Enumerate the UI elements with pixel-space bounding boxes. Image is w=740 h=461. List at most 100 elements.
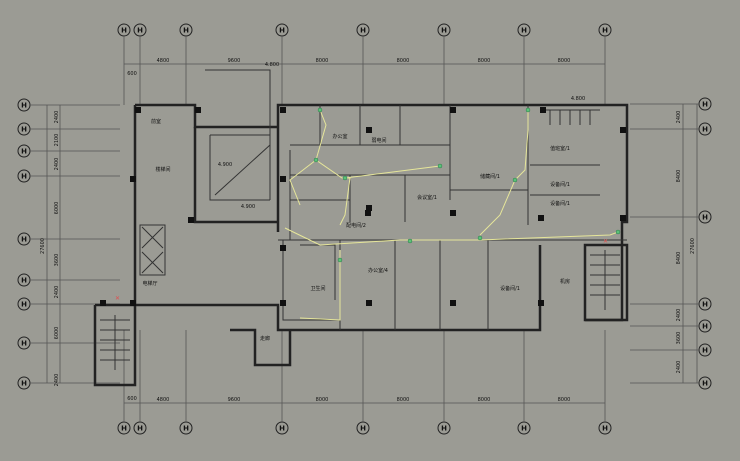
room-label: 前室 xyxy=(151,118,161,125)
room-label: 配电间/2 xyxy=(346,222,366,229)
detector-icon xyxy=(342,175,348,181)
bottom-dimensions: 600 4800 9600 8000 8000 8000 8000 xyxy=(127,396,570,403)
axis-bubble-bottom-label: H xyxy=(441,425,447,433)
room-label: 办公室 xyxy=(332,133,347,140)
elevation-marks: 4.800 4.800 4.900 4.900 xyxy=(218,62,585,210)
column xyxy=(130,176,136,182)
elevation-label: 4.800 xyxy=(265,62,279,68)
dim-bottom-1: 4800 xyxy=(157,397,170,403)
axis-bubble-right-label: H xyxy=(702,323,708,331)
top-dimensions: 600 4800 9600 8000 8000 8000 8000 xyxy=(127,58,570,77)
room-label: 设备间/1 xyxy=(500,285,520,292)
room-label: 电梯厅 xyxy=(142,280,157,287)
room-label: 设备间/1 xyxy=(550,200,570,207)
column xyxy=(188,217,194,223)
room-label: 楼梯间 xyxy=(155,166,170,173)
dim-bottom-5: 8000 xyxy=(478,397,491,403)
elevation-label: 4.900 xyxy=(218,162,232,168)
dim-bottom-6: 8000 xyxy=(558,397,571,403)
column xyxy=(620,127,626,133)
detector-icon xyxy=(615,229,621,235)
axis-bubble-left-label: H xyxy=(21,173,27,181)
room-label: 弱电间 xyxy=(371,137,386,144)
dim-top-5: 8000 xyxy=(478,58,491,64)
column xyxy=(450,300,456,306)
room-labels: 办公室/4 设备间/1 储藏间/1 配电间/2 会议室/1 弱电间 办公室 设备… xyxy=(142,118,570,342)
dim-bottom-0: 600 xyxy=(127,396,137,402)
column xyxy=(538,300,544,306)
column xyxy=(365,210,371,216)
axis-bubble-left-label: H xyxy=(21,301,27,309)
dim-bottom-4: 8000 xyxy=(397,397,410,403)
column xyxy=(280,107,286,113)
dim-left-1: 2100 xyxy=(54,134,60,147)
dim-left-3: 6000 xyxy=(54,202,60,215)
room-label: 储藏间/1 xyxy=(480,173,500,180)
axis-bubble-top-label: H xyxy=(279,27,285,35)
column xyxy=(130,300,136,306)
dim-right-0: 2400 xyxy=(676,111,682,124)
axis-bubble-top-label: H xyxy=(602,27,608,35)
axis-bubble-left-label: H xyxy=(21,340,27,348)
columns xyxy=(100,107,626,306)
fire-door-icon: ✕ xyxy=(115,295,120,302)
axis-bubble-right-label: H xyxy=(702,301,708,309)
axis-bubble-left-label: H xyxy=(21,126,27,134)
axis-bubble-top-label: H xyxy=(441,27,447,35)
column xyxy=(540,107,546,113)
dim-top-3: 8000 xyxy=(316,58,329,64)
dim-top-0: 600 xyxy=(127,71,137,77)
column xyxy=(100,300,106,306)
dim-left-5: 2400 xyxy=(54,286,60,299)
column xyxy=(538,215,544,221)
room-label: 机房 xyxy=(560,278,570,285)
column xyxy=(450,107,456,113)
dim-top-4: 8000 xyxy=(397,58,410,64)
axis-bubble-bottom-label: H xyxy=(183,425,189,433)
dim-left-6: 6000 xyxy=(54,327,60,340)
axis-bubble-left-label: H xyxy=(21,277,27,285)
dim-right-1: 8400 xyxy=(676,170,682,183)
column xyxy=(620,215,626,221)
elevation-label: 4.900 xyxy=(241,204,255,210)
dim-right-3: 2400 xyxy=(676,309,682,322)
dim-bottom-2: 9600 xyxy=(228,397,241,403)
dim-bottom-3: 8000 xyxy=(316,397,329,403)
axis-bubble-left-label: H xyxy=(21,148,27,156)
axis-bubble-right-label: H xyxy=(702,101,708,109)
column xyxy=(280,245,286,251)
fire-door-icon: ✕ xyxy=(603,238,608,245)
dim-right-total: 27600 xyxy=(690,238,696,254)
wiring: ✕ ✕ xyxy=(115,107,621,321)
axis-bubble-top-label: H xyxy=(183,27,189,35)
dim-top-6: 8000 xyxy=(558,58,571,64)
right-dimensions: 2400 8400 8400 2400 3600 2400 27600 xyxy=(676,111,696,374)
axis-bubble-right-label: H xyxy=(702,380,708,388)
detector-icon xyxy=(407,238,413,244)
column xyxy=(366,205,372,211)
detector-icon xyxy=(525,107,531,113)
column xyxy=(195,107,201,113)
room-label: 值班室/1 xyxy=(550,145,570,152)
detector-icon xyxy=(313,157,319,163)
detector-icon xyxy=(477,235,483,241)
room-label: 走廊 xyxy=(260,335,270,342)
axis-bubble-bottom-label: H xyxy=(360,425,366,433)
detector-icon xyxy=(317,107,323,113)
room-label: 设备间/1 xyxy=(550,181,570,188)
axis-bubble-top-label: H xyxy=(137,27,143,35)
dim-left-7: 2400 xyxy=(54,374,60,387)
column xyxy=(135,107,141,113)
dim-left-4: 3600 xyxy=(54,254,60,267)
axis-bubble-top-label: H xyxy=(360,27,366,35)
axis-bubble-right-label: H xyxy=(702,126,708,134)
left-dimensions: 2400 2100 2400 6000 3600 2400 6000 2400 … xyxy=(40,111,60,387)
column xyxy=(366,127,372,133)
elevation-label: 4.800 xyxy=(571,96,585,102)
axis-bubble-left-label: H xyxy=(21,102,27,110)
dim-left-0: 2400 xyxy=(54,111,60,124)
axis-bubble-left-label: H xyxy=(21,380,27,388)
